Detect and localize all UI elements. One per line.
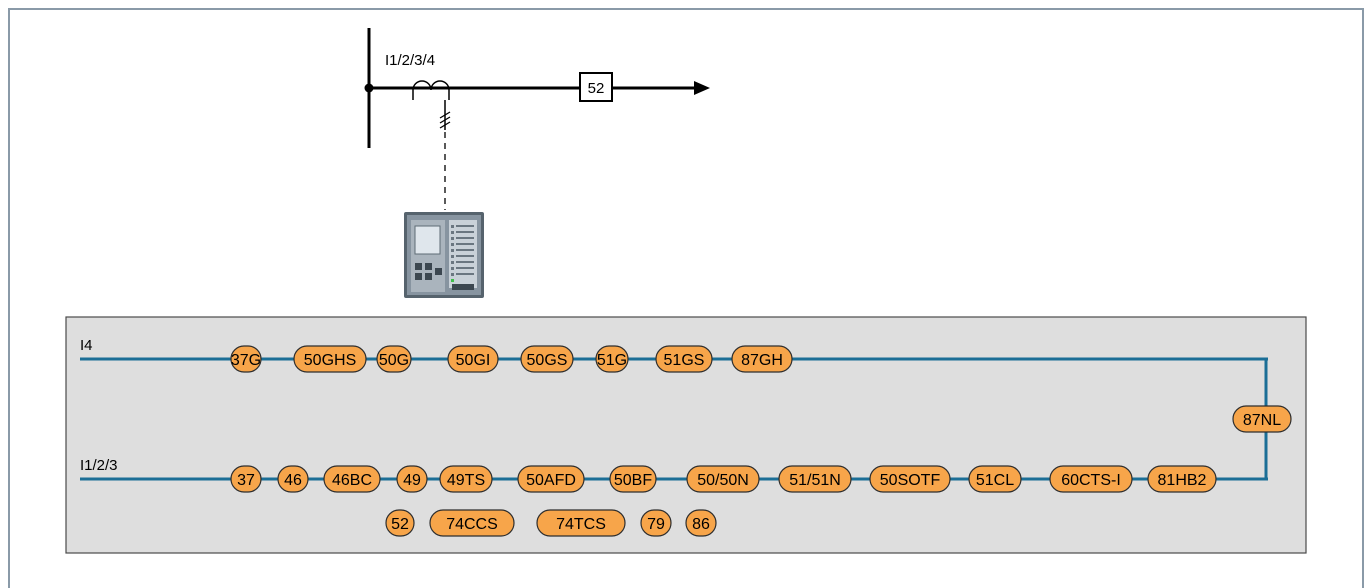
function-label: 46 bbox=[284, 472, 302, 489]
function-block-extra: 79 bbox=[640, 509, 672, 537]
function-pill-shape bbox=[536, 509, 626, 537]
function-label: 74CCS bbox=[446, 516, 498, 533]
function-block-bottom: 50/50N bbox=[686, 465, 760, 493]
function-pill-shape bbox=[731, 345, 793, 373]
function-pill-shape bbox=[323, 465, 381, 493]
function-pill-shape bbox=[1049, 465, 1133, 493]
function-block-top: 51G bbox=[595, 345, 629, 373]
function-label: 87GH bbox=[741, 352, 783, 369]
function-block-bottom: 37 bbox=[230, 465, 262, 493]
breaker-label: 52 bbox=[588, 80, 605, 97]
function-label: 81HB2 bbox=[1158, 472, 1207, 489]
row-label-i4: I4 bbox=[80, 337, 93, 354]
function-pill-shape bbox=[1147, 465, 1217, 493]
function-label: 74TCS bbox=[556, 516, 606, 533]
function-pill-shape bbox=[293, 345, 367, 373]
function-pill-shape bbox=[778, 465, 852, 493]
function-pill-shape bbox=[517, 465, 585, 493]
function-block-bottom: 81HB2 bbox=[1147, 465, 1217, 493]
function-label: 79 bbox=[647, 516, 665, 533]
function-label: 37G bbox=[231, 352, 261, 369]
function-label: 50GI bbox=[456, 352, 491, 369]
function-label: 50AFD bbox=[526, 472, 576, 489]
function-block-bottom: 51CL bbox=[968, 465, 1022, 493]
function-label: 50BF bbox=[614, 472, 652, 489]
function-label: 37 bbox=[237, 472, 255, 489]
function-block-top: 51GS bbox=[655, 345, 713, 373]
function-block-bottom: 46 bbox=[277, 465, 309, 493]
function-label: 50GHS bbox=[304, 352, 356, 369]
function-pill-shape bbox=[385, 509, 415, 537]
function-label: 49 bbox=[403, 472, 421, 489]
function-pill-shape bbox=[447, 345, 499, 373]
feeder-arrow-icon bbox=[694, 81, 710, 95]
function-label: 87NL bbox=[1243, 412, 1281, 429]
function-rows: I4 I1/2/3 37G 50GHS 50G 50GI 50GS 51G 51GS 87GH… bbox=[80, 337, 1292, 537]
function-label: 50/50N bbox=[697, 472, 749, 489]
function-block-bottom: 50SOTF bbox=[869, 465, 951, 493]
function-block-bottom: 50AFD bbox=[517, 465, 585, 493]
function-label: 50GS bbox=[527, 352, 568, 369]
function-label: 60CTS-I bbox=[1061, 472, 1121, 489]
function-pill-shape bbox=[376, 345, 412, 373]
function-pill-shape bbox=[439, 465, 493, 493]
function-label: 49TS bbox=[447, 472, 485, 489]
function-label: 50SOTF bbox=[880, 472, 941, 489]
function-label: 51GS bbox=[664, 352, 705, 369]
function-block-top: 50GS bbox=[520, 345, 574, 373]
function-pill-shape bbox=[520, 345, 574, 373]
function-pill-shape bbox=[396, 465, 428, 493]
current-transformer-icon bbox=[412, 80, 450, 100]
function-pill-shape bbox=[429, 509, 515, 537]
function-pill-shape bbox=[686, 465, 760, 493]
function-pill-shape bbox=[230, 345, 262, 373]
function-block-extra: 86 bbox=[685, 509, 717, 537]
function-block-bottom: 49 bbox=[396, 465, 428, 493]
function-pill-shape bbox=[655, 345, 713, 373]
function-block-bottom: 60CTS-I bbox=[1049, 465, 1133, 493]
function-label: 51/51N bbox=[789, 472, 841, 489]
ct-label: I1/2/3/4 bbox=[385, 52, 435, 69]
function-pill-shape bbox=[968, 465, 1022, 493]
protection-relay-device-icon bbox=[404, 212, 484, 298]
function-label: 51CL bbox=[976, 472, 1014, 489]
function-block-bottom: 51/51N bbox=[778, 465, 852, 493]
function-block-extra: 74CCS bbox=[429, 509, 515, 537]
function-block-bottom: 49TS bbox=[439, 465, 493, 493]
function-label: 50G bbox=[379, 352, 409, 369]
function-label: 51G bbox=[597, 352, 627, 369]
function-label: 46BC bbox=[332, 472, 372, 489]
function-block-top: 50G bbox=[376, 345, 412, 373]
function-pill-shape bbox=[640, 509, 672, 537]
function-block-top: 87GH bbox=[731, 345, 793, 373]
breaker-box bbox=[579, 72, 613, 102]
page-frame bbox=[8, 8, 1364, 588]
function-pill-shape bbox=[1232, 405, 1292, 433]
function-label: 86 bbox=[692, 516, 710, 533]
diagram-canvas: I1/2/3/4 52 bbox=[65, 28, 1307, 554]
function-pill-shape bbox=[277, 465, 309, 493]
function-block-87nl: 87NL bbox=[1232, 405, 1292, 433]
single-line-diagram: I1/2/3/4 52 bbox=[364, 28, 710, 210]
function-block-bottom: 50BF bbox=[609, 465, 657, 493]
row-label-i123: I1/2/3 bbox=[80, 457, 118, 474]
function-pill-shape bbox=[595, 345, 629, 373]
function-label: 52 bbox=[391, 516, 409, 533]
function-pill-shape bbox=[609, 465, 657, 493]
function-pill-shape bbox=[685, 509, 717, 537]
function-block-top: 50GHS bbox=[293, 345, 367, 373]
function-block-top: 50GI bbox=[447, 345, 499, 373]
function-block-top: 37G bbox=[230, 345, 262, 373]
function-block-extra: 74TCS bbox=[536, 509, 626, 537]
function-block-extra: 52 bbox=[385, 509, 415, 537]
function-pill-shape bbox=[230, 465, 262, 493]
function-block-bottom: 46BC bbox=[323, 465, 381, 493]
function-pill-shape bbox=[869, 465, 951, 493]
